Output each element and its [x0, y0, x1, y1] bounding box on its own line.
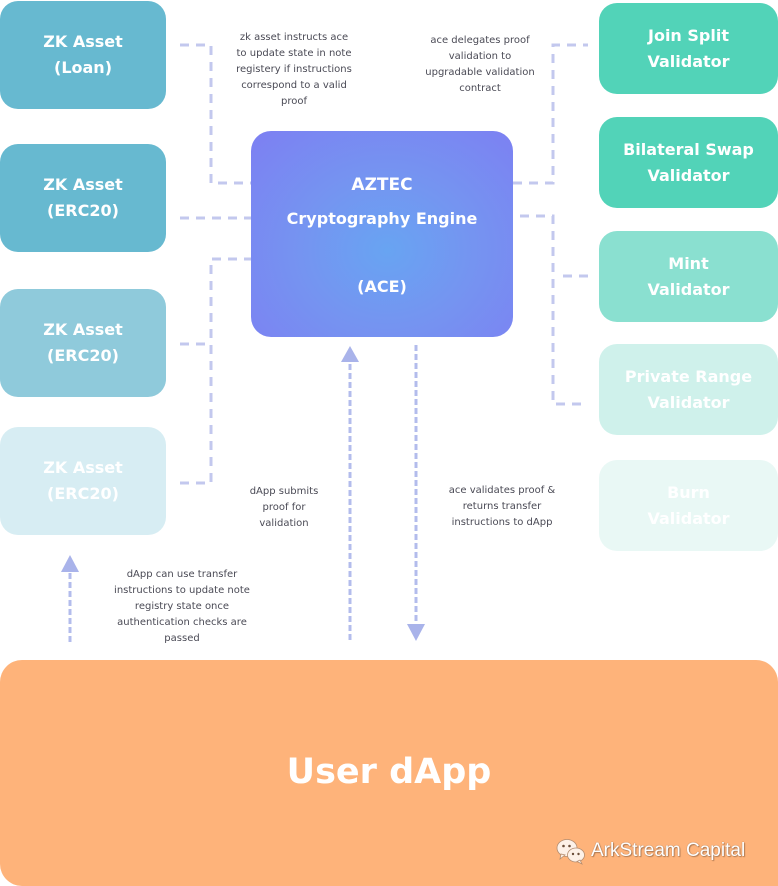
wechat-icon: [556, 839, 585, 865]
connector-asset-erc20-3: [180, 257, 251, 485]
mint-validator-box: Mint Validator: [599, 231, 778, 322]
arrow-down-icon: [407, 624, 425, 641]
note-line: dApp can use transfer: [126, 569, 238, 580]
validator-subtitle: Validator: [647, 508, 730, 528]
zk-asset-loan-box: ZK Asset (Loan): [0, 1, 166, 109]
note-line: upgradable validation: [425, 67, 535, 78]
watermark-text: ArkStream Capital: [591, 840, 746, 861]
validator-title: Private Range: [624, 366, 753, 386]
watermark: ArkStream Capital: [555, 837, 745, 865]
burn-validator-box: Burn Validator: [599, 460, 778, 551]
user-dapp-title: User dApp: [286, 752, 492, 792]
note-ace-returns: ace validates proof & returns transfer i…: [434, 483, 570, 531]
ace-abbrev: (ACE): [357, 277, 407, 296]
note-line: instructions to update note: [114, 585, 250, 596]
note-line: registry state once: [134, 601, 230, 612]
asset-subtitle: (ERC20): [47, 484, 119, 503]
ace-subtitle: Cryptography Engine: [286, 209, 478, 228]
note-line: authentication checks are: [117, 617, 247, 628]
asset-title: ZK Asset: [43, 458, 123, 477]
ace-engine-box: AZTEC Cryptography Engine (ACE): [251, 131, 513, 337]
zk-asset-erc20-box: ZK Asset (ERC20): [0, 289, 166, 397]
validator-title: Mint: [668, 253, 709, 273]
note-line: ace delegates proof: [430, 35, 530, 46]
note-line: proof: [281, 96, 307, 107]
asset-title: ZK Asset: [43, 175, 123, 194]
note-line: validation to: [448, 51, 512, 62]
validator-subtitle: Validator: [647, 279, 730, 299]
note-dapp-updates: dApp can use transfer instructions to up…: [102, 567, 262, 647]
asset-title: ZK Asset: [43, 320, 123, 339]
asset-subtitle: (Loan): [54, 58, 112, 77]
validator-title: Join Split: [648, 25, 729, 45]
note-line: passed: [164, 633, 200, 644]
zk-asset-erc20-box: ZK Asset (ERC20): [0, 427, 166, 535]
note-line: validation: [259, 518, 309, 529]
note-line: registery if instructions: [236, 64, 352, 75]
note-line: returns transfer: [462, 501, 542, 512]
validator-subtitle: Validator: [647, 165, 730, 185]
arrow-up-icon: [341, 346, 359, 362]
note-line: instructions to dApp: [451, 517, 553, 528]
ace-title: AZTEC: [351, 175, 413, 195]
validator-title: Bilateral Swap: [623, 139, 754, 159]
note-line: contract: [459, 83, 501, 94]
note-line: zk asset instructs ace: [239, 32, 349, 43]
note-dapp-submits: dApp submits proof for validation: [234, 484, 334, 532]
note-line: to update state in note: [236, 48, 352, 59]
connector-mint: [520, 214, 588, 406]
note-line: correspond to a valid: [241, 80, 347, 91]
arrow-up-left-icon: [61, 555, 79, 572]
validator-subtitle: Validator: [647, 392, 730, 412]
validator-title: Burn: [667, 482, 710, 502]
note-asset-to-ace: zk asset instructs ace to update state i…: [226, 30, 362, 110]
private-range-validator-box: Private Range Validator: [599, 344, 778, 435]
note-ace-to-validator: ace delegates proof validation to upgrad…: [412, 33, 548, 97]
validator-subtitle: Validator: [647, 51, 730, 71]
zk-asset-erc20-box: ZK Asset (ERC20): [0, 144, 166, 252]
asset-subtitle: (ERC20): [47, 346, 119, 365]
asset-subtitle: (ERC20): [47, 201, 119, 220]
note-line: dApp submits: [249, 486, 319, 497]
bilateral-swap-validator-box: Bilateral Swap Validator: [599, 117, 778, 208]
note-line: ace validates proof &: [448, 485, 556, 496]
asset-title: ZK Asset: [43, 32, 123, 51]
join-split-validator-box: Join Split Validator: [599, 3, 778, 94]
user-dapp-box: User dApp ArkStream Capital: [0, 660, 778, 886]
note-line: proof for: [262, 502, 306, 513]
